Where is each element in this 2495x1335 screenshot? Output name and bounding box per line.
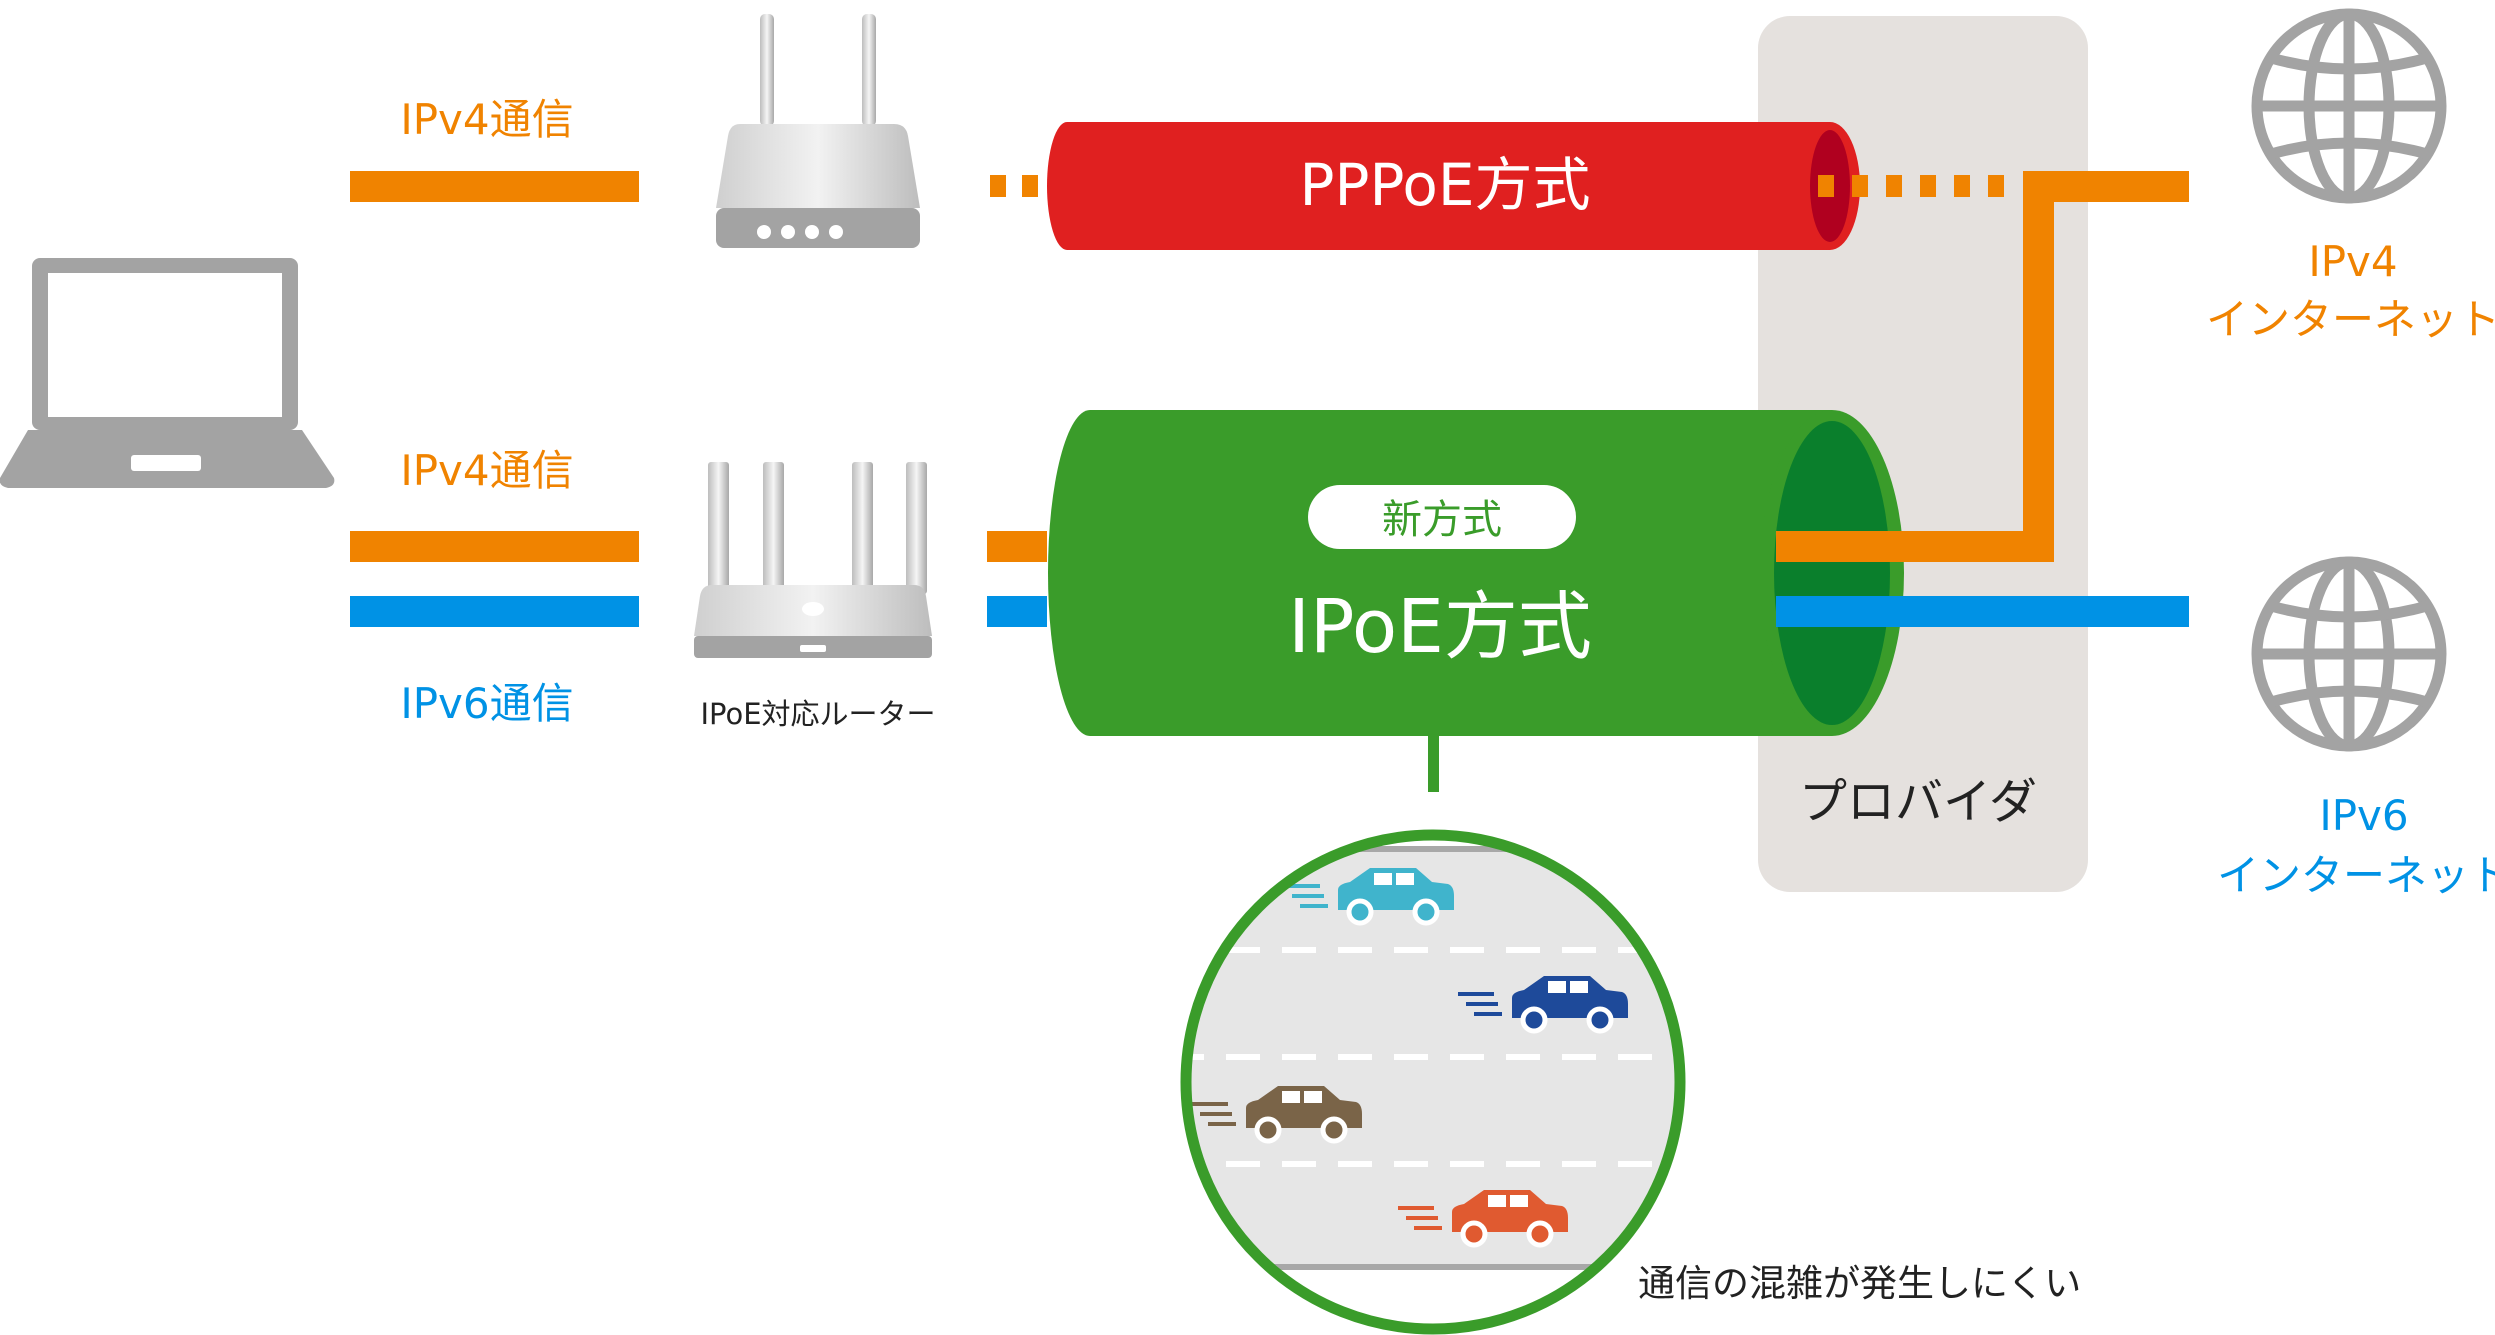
new-method-badge bbox=[1308, 485, 1576, 549]
new-method-badge-label: 新方式 bbox=[1382, 497, 1502, 543]
ipoe-tube bbox=[1048, 410, 1904, 736]
ipoe-router-icon bbox=[694, 462, 932, 658]
provider-label: プロバイダ bbox=[1799, 774, 2037, 830]
ipv6-internet-line2: インターネット bbox=[2217, 851, 2495, 900]
car-icon bbox=[1192, 1086, 1362, 1144]
ipv6-line-through-ipoe bbox=[1776, 596, 2189, 627]
ipv4-stub bbox=[987, 531, 1047, 562]
ipv6-internet-line1: IPv6 bbox=[2319, 791, 2408, 840]
ipv6-stub bbox=[987, 596, 1047, 627]
congestion-note: 通信の混雑が発生しにくい bbox=[1638, 1262, 2081, 1305]
ipv4-internet-line2: インターネット bbox=[2206, 295, 2495, 344]
road-magnifier bbox=[1180, 829, 1686, 1335]
car-icon bbox=[1458, 976, 1628, 1034]
ipv4-top-label: IPv4通信 bbox=[400, 95, 573, 144]
ipv4-bottom-label: IPv4通信 bbox=[400, 446, 573, 495]
pppoe-label: PPPoE方式 bbox=[1300, 151, 1591, 219]
laptop-icon bbox=[0, 258, 335, 488]
ipv4-dotted-right bbox=[1818, 175, 2004, 197]
car-icon bbox=[1398, 1190, 1568, 1248]
magnifier-connector bbox=[1428, 736, 1439, 792]
ipv6-label: IPv6通信 bbox=[400, 679, 573, 728]
router-icon bbox=[716, 14, 920, 248]
ipoe-label: IPoE方式 bbox=[1288, 584, 1592, 670]
car-icon bbox=[1284, 868, 1454, 926]
ipv6-line-left bbox=[350, 596, 639, 627]
ipv4-internet-line1: IPv4 bbox=[2308, 237, 2397, 286]
ipv4-dotted-left bbox=[990, 175, 1038, 197]
globe-icon bbox=[2251, 556, 2447, 752]
ipv4-connector-vertical bbox=[2023, 171, 2054, 561]
globe-icon bbox=[2251, 8, 2447, 204]
ipv4-line-through-ipoe bbox=[1776, 531, 2054, 562]
ipv4-line-bottom-left bbox=[350, 531, 639, 562]
ipv4-line-top-left bbox=[350, 171, 639, 202]
router-ipoe-label: IPoE対応ルーター bbox=[700, 697, 935, 731]
